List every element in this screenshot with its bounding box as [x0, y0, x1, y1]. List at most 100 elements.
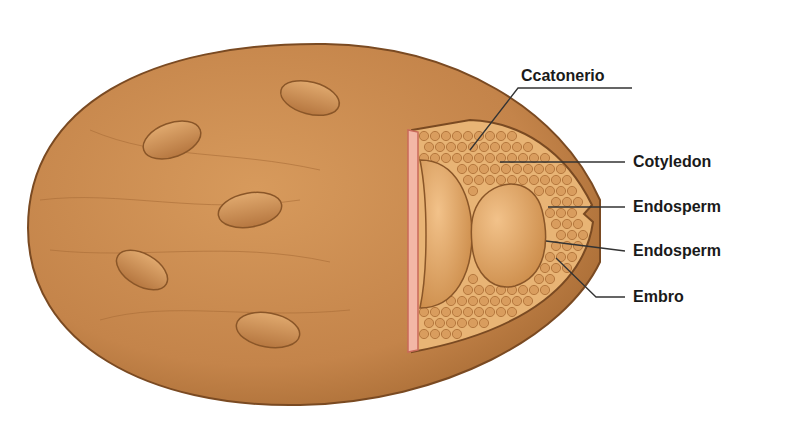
granule: [463, 285, 472, 294]
granule: [463, 307, 472, 316]
granule: [567, 230, 576, 239]
granule: [485, 131, 494, 140]
granule: [479, 296, 488, 305]
granule: [479, 318, 488, 327]
granule: [485, 307, 494, 316]
granule: [556, 164, 565, 173]
granule: [512, 142, 521, 151]
granule: [562, 197, 571, 206]
granule: [507, 131, 516, 140]
granule: [457, 164, 466, 173]
granule: [507, 153, 516, 162]
granule: [446, 318, 455, 327]
granule: [424, 318, 433, 327]
granule: [457, 318, 466, 327]
granule: [518, 153, 527, 162]
granule: [529, 285, 538, 294]
granule: [479, 164, 488, 173]
granule: [545, 208, 554, 217]
leader-lines: [470, 88, 632, 297]
granule: [485, 175, 494, 184]
granule: [435, 142, 444, 151]
granule: [551, 219, 560, 228]
granule: [545, 186, 554, 195]
granule: [430, 329, 439, 338]
granule: [540, 263, 549, 272]
granule: [529, 153, 538, 162]
granule: [457, 296, 466, 305]
granule: [551, 175, 560, 184]
granule: [551, 263, 560, 272]
granule: [534, 164, 543, 173]
granule: [518, 285, 527, 294]
granule: [463, 153, 472, 162]
granule: [540, 153, 549, 162]
part-label: Embro: [633, 287, 684, 307]
granule: [573, 219, 582, 228]
granule: [507, 307, 516, 316]
granule: [496, 175, 505, 184]
granule: [490, 164, 499, 173]
embryo-shape: [471, 184, 545, 287]
granule: [452, 131, 461, 140]
granule: [529, 175, 538, 184]
granule: [496, 307, 505, 316]
granule: [474, 285, 483, 294]
granule: [446, 142, 455, 151]
granule: [485, 285, 494, 294]
granule: [545, 164, 554, 173]
granule: [441, 131, 450, 140]
granule: [578, 230, 587, 239]
granule: [468, 164, 477, 173]
granule: [430, 307, 439, 316]
seed-coat-layer: [408, 130, 418, 352]
granule: [523, 164, 532, 173]
granule: [562, 175, 571, 184]
granule: [474, 175, 483, 184]
cotyledon-shape: [420, 160, 472, 308]
granule: [468, 318, 477, 327]
granule: [430, 131, 439, 140]
granule: [490, 142, 499, 151]
granule: [457, 142, 466, 151]
granule: [556, 186, 565, 195]
granule: [501, 164, 510, 173]
granule: [452, 153, 461, 162]
granule: [523, 296, 532, 305]
cut-section: [412, 120, 593, 352]
granule: [551, 197, 560, 206]
granule: [562, 219, 571, 228]
granule: [501, 296, 510, 305]
granule: [512, 164, 521, 173]
granule: [474, 307, 483, 316]
granule: [419, 307, 428, 316]
granule: [468, 274, 477, 283]
granule: [556, 208, 565, 217]
granule: [463, 131, 472, 140]
granule: [496, 153, 505, 162]
granule: [479, 142, 488, 151]
granule: [540, 175, 549, 184]
granule: [435, 318, 444, 327]
granule: [545, 252, 554, 261]
granule: [463, 175, 472, 184]
granule: [567, 208, 576, 217]
granule: [567, 252, 576, 261]
granule: [501, 142, 510, 151]
granule: [534, 186, 543, 195]
part-label: Ccatonerio: [521, 66, 605, 86]
granule: [452, 329, 461, 338]
granule: [424, 142, 433, 151]
granule: [474, 153, 483, 162]
granule: [567, 186, 576, 195]
seed-coat-veins: [40, 130, 350, 320]
part-label: Endosperm: [633, 241, 721, 261]
granule: [441, 329, 450, 338]
granule: [507, 175, 516, 184]
granule: [485, 153, 494, 162]
granule: [573, 197, 582, 206]
granule: [518, 175, 527, 184]
granule: [419, 131, 428, 140]
granule: [441, 153, 450, 162]
